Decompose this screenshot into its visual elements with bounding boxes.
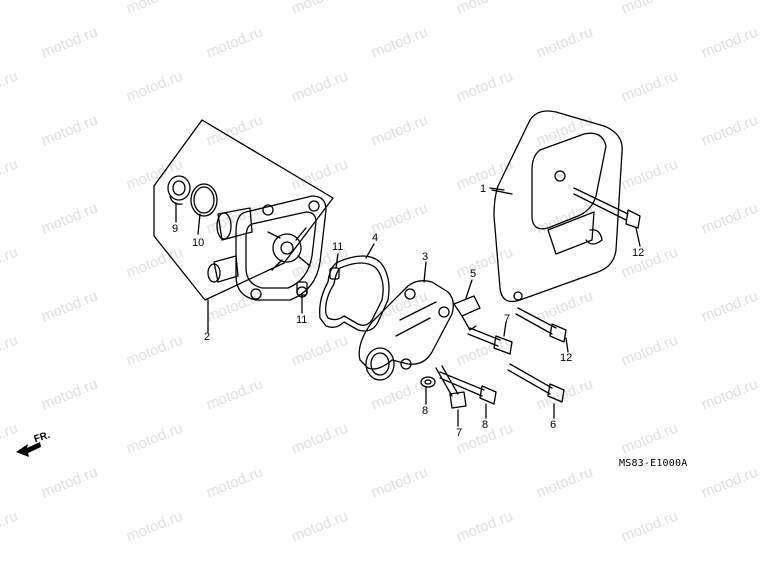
callout-12-upper: 12 <box>632 247 644 259</box>
bolt-part-12-lower <box>516 308 568 352</box>
water-pump-part-2 <box>208 196 326 300</box>
bolt-part-6-middle <box>440 372 496 418</box>
clamp-part-5 <box>454 280 480 330</box>
seal-ring-part-9 <box>168 176 190 222</box>
callout-4: 4 <box>372 232 378 244</box>
leader-line-1 <box>490 188 504 190</box>
bolt-part-7-left <box>436 366 466 426</box>
o-ring-part-10 <box>191 184 217 234</box>
callout-7-left: 7 <box>456 427 462 439</box>
water-pump-assembly-frame <box>153 119 334 332</box>
callout-9: 9 <box>172 223 178 235</box>
callout-12-lower: 12 <box>560 352 572 364</box>
callout-1: 1 <box>480 183 486 195</box>
bolt-part-12-upper <box>574 188 640 246</box>
callout-11-lower: 11 <box>296 314 307 326</box>
bolt-part-7-right <box>468 322 512 354</box>
side-cover-part-1 <box>492 111 622 302</box>
diagram-code: MS83-E1000A <box>619 458 688 469</box>
gasket-part-4 <box>320 244 389 331</box>
callout-2: 2 <box>204 331 210 343</box>
callout-6: 6 <box>550 419 556 431</box>
pump-cover-part-3 <box>359 262 453 380</box>
callout-10: 10 <box>192 237 204 249</box>
callout-11-upper: 11 <box>332 241 343 253</box>
washer-part-8 <box>421 377 435 404</box>
front-direction-arrow-icon <box>16 442 41 457</box>
callout-6-middle: 8 <box>482 419 488 431</box>
dowel-pin-part-11 <box>297 254 339 313</box>
callout-8: 8 <box>422 405 428 417</box>
callout-5: 5 <box>470 268 476 280</box>
callout-7-right: 7 <box>504 313 510 325</box>
callout-3: 3 <box>422 251 428 263</box>
callout-labels: 1 2 3 4 5 6 7 7 8 8 9 10 11 11 12 12 <box>172 183 644 439</box>
bolt-part-6-long <box>508 364 564 418</box>
